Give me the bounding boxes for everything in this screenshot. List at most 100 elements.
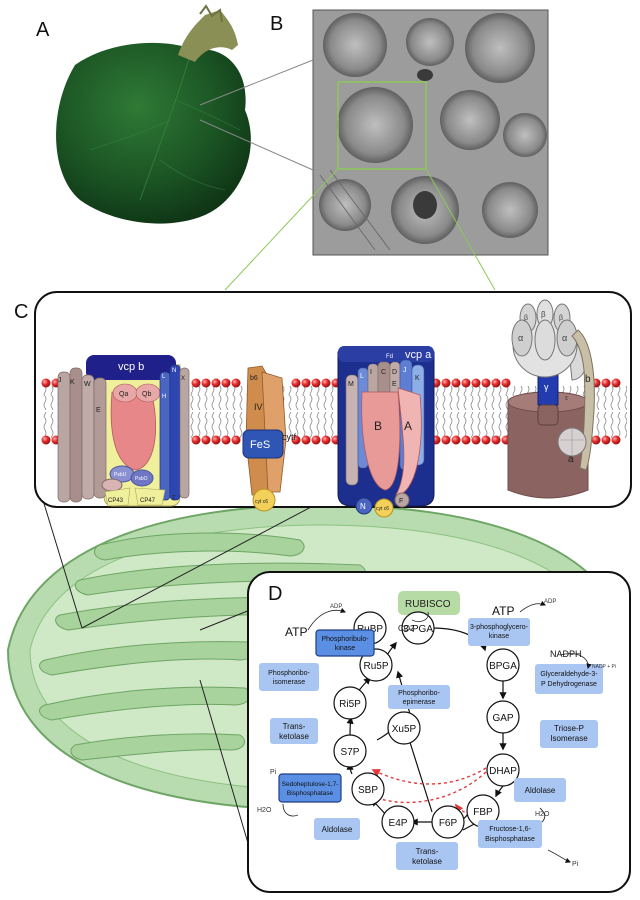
lipid-head [441,378,451,388]
panel-c-membrane: vcp b J K W E L N X H T Qa Qb PsbU PsbO … [34,291,632,518]
rubisco-box [398,591,460,615]
psii-complex [57,355,190,507]
lipid-head [441,435,451,445]
psbu-label: PsbU [114,472,127,478]
psi-n-label: N [360,502,366,511]
phosphoribulokinase-line1: Phosphoribulo- [321,636,369,643]
panel-b-label: B [270,13,283,35]
atp-b-label: b [585,374,591,385]
psi-subunit-d: D [392,369,397,376]
psii-subunit-t: T [172,496,176,502]
micrograph-zoom-box [337,81,427,170]
node-s7p-label: S7P [341,747,360,758]
node-xu5p [387,711,421,745]
psii-subunit-j: J [58,377,62,384]
enzyme-aldolase-left [314,818,360,840]
lipid-head [481,378,491,388]
atp-beta-2: β [524,315,528,322]
pi-right-label: Pi [572,861,579,868]
node-gap [486,700,520,734]
psi-subunit-e: E [392,381,397,388]
lipid-head [231,435,241,445]
lipid-head [611,378,621,388]
psii-subunit-x: X [181,376,185,382]
panel-d-label: D [268,583,282,605]
d1-d2-core [110,391,157,471]
panel-a-leaf-image [56,4,251,224]
psi-subunit-fd: Fd [386,354,393,360]
iv-label: IV [254,402,263,412]
qa-label: Qa [119,391,128,398]
nadph-label: NADPH [550,649,582,659]
cytf-label: cytf [282,432,297,442]
lipid-heads-lower [41,435,621,445]
connector-chloroplast-c-right [81,496,331,629]
fes-label: FeS [250,439,270,451]
h2o-left-label: H2O [257,807,272,814]
atp-beta-1: β [541,310,546,319]
lipid-head [211,378,221,388]
psi-n-subunit [355,497,373,515]
node-gap-label: GAP [492,713,513,724]
fes-protein [242,429,284,459]
gapdh-line2: P Dehydrogenase [541,681,597,688]
lipid-head [501,378,511,388]
node-ru5p [359,648,393,682]
cytc6-psi-label: cyt c6 [376,506,389,512]
b6-label: b6 [250,375,258,382]
sedoheptulose-line2: Bisphosphatase [287,790,334,797]
vcp-a-label: vcp a [405,349,432,361]
cytb6f-complex [242,365,287,512]
lipid-head [321,378,331,388]
lipid-head [311,435,321,445]
psii-subunit-w: W [84,381,91,388]
node-e4p-label: E4P [389,818,408,829]
node-sbp [351,772,385,806]
transketolase-left-line2: ketolase [279,732,309,741]
cp47-subunit [134,487,166,506]
lipid-head [301,435,311,445]
cyt-c6-psi [374,498,394,518]
adp-right-label: ADP [544,599,556,605]
h2o-right-label: H2O [535,811,550,818]
node-3pga-label: 3-PGA [403,624,433,635]
enzyme-phosphoriboepimerase [388,685,450,709]
enzyme-triose-isomerase [540,720,598,748]
phosphoriboepimerase-line1: Phosphoribo- [398,690,440,697]
cyt-c6-b6f [252,488,276,512]
co2-label: CO2 [398,624,415,633]
rubisco-label: RUBISCO [405,599,451,610]
panel-c-label: C [14,301,28,323]
connector-chloroplast-d-top [199,609,251,631]
lipid-head [611,435,621,445]
connector-chloroplast-c-left [41,496,83,629]
aldolase-right-label: Aldolase [525,786,556,795]
atp-alpha-2: α [562,333,567,343]
psi-subunit-k: K [415,375,420,382]
enzyme-transketolase-left [270,718,318,744]
connector-a-b-bottom [199,119,314,171]
vcp-a-cap [338,346,434,362]
enzyme-phosphoriboisomerase [259,663,319,691]
lipid-head [221,378,231,388]
cp47-label: CP47 [140,498,156,504]
node-3pga [401,611,435,645]
triose-line1: Triose-P [554,724,584,733]
node-bpga-label: BPGA [489,661,517,672]
psi-subunit-j: J [403,367,407,374]
fbpase-line2: Bisphosphatase [485,836,535,843]
node-dhap [486,753,520,787]
node-sbp-label: SBP [358,785,378,796]
psbo-subunit [130,469,154,487]
cytc6-b6f-label: cyt c6 [255,499,268,505]
lipid-head [191,435,201,445]
lipid-head [231,378,241,388]
lipid-head [601,435,611,445]
connector-chloroplast-d-bottom [199,679,251,851]
pgk-line2: kinase [489,633,509,640]
pi-left-label: Pi [270,769,277,776]
psi-subunit-c: C [381,369,386,376]
psa-a [395,387,422,496]
atp-epsilon: ε [565,395,568,402]
cp43-label: CP43 [108,498,124,504]
